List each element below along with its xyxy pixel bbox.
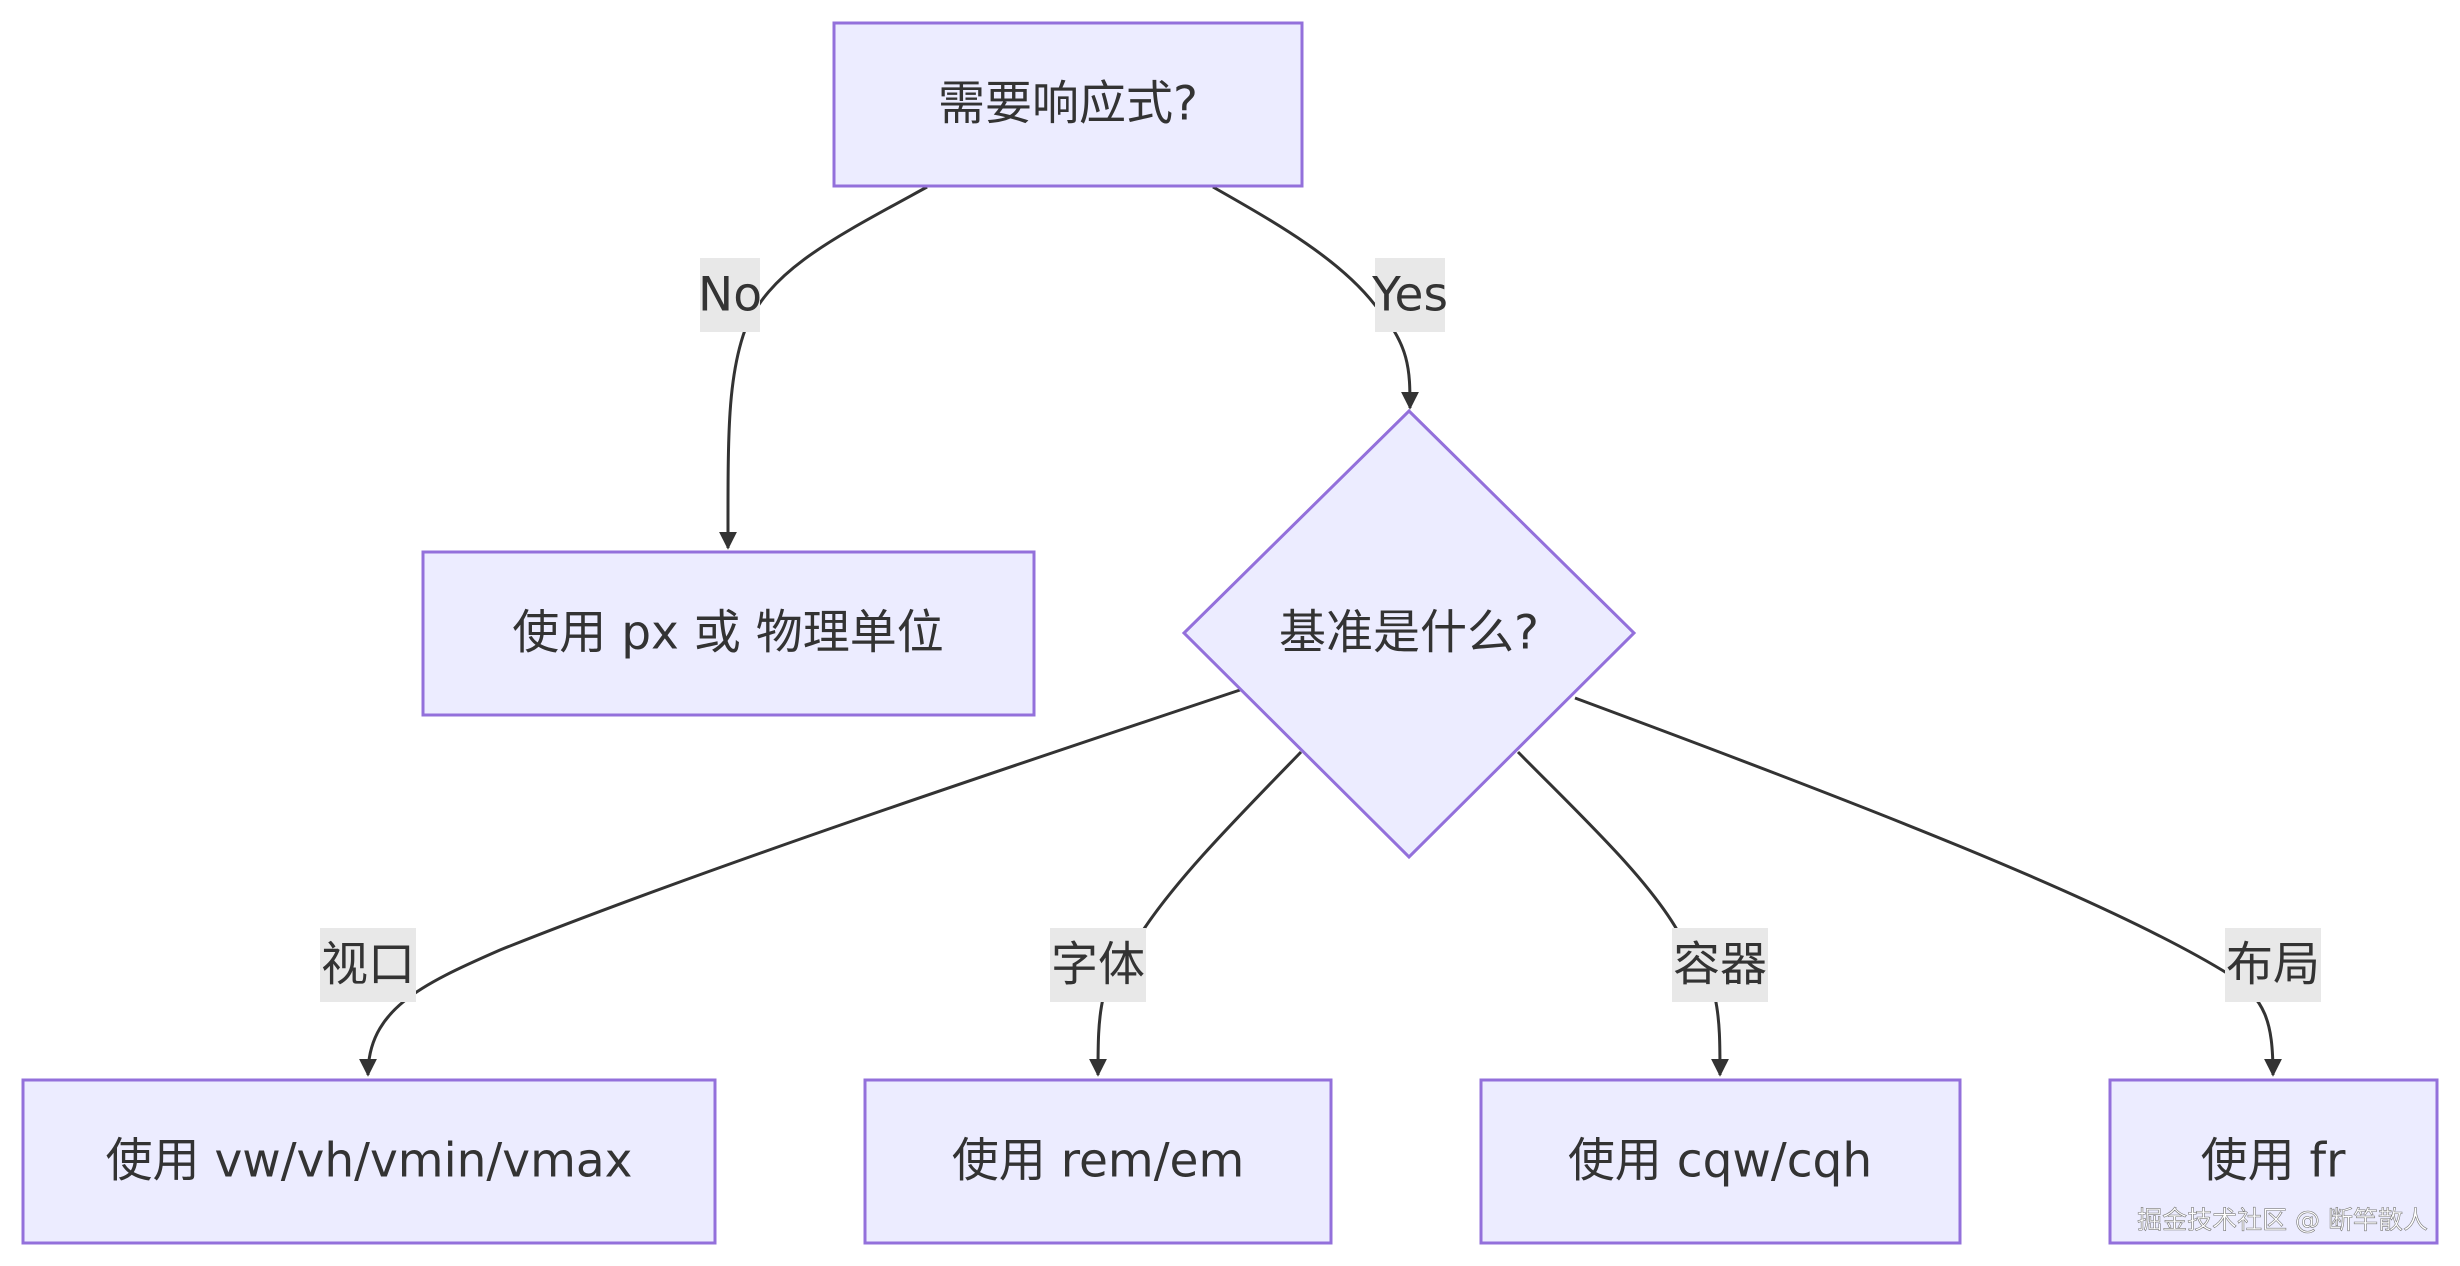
edge-layout (1574, 696, 2282, 1077)
svg-text:字体: 字体 (1051, 938, 1145, 993)
edge-label-font: 字体 (1050, 928, 1146, 1002)
watermark: 掘金技术社区 @ 断竿散人 (2137, 1206, 2428, 1235)
edge-viewport (359, 688, 1241, 1077)
edge-label-yes: Yes (1371, 258, 1448, 332)
svg-text:使用 vw/vh/vmin/vmax: 使用 vw/vh/vmin/vmax (106, 1134, 633, 1189)
svg-text:需要响应式?: 需要响应式? (938, 77, 1198, 132)
edge-label-viewport: 视口 (320, 928, 416, 1002)
node-responsive: 需要响应式? (832, 21, 1304, 188)
svg-text:布局: 布局 (2226, 938, 2320, 993)
node-baseline: 基准是什么? (1181, 408, 1637, 860)
svg-text:容器: 容器 (1673, 938, 1767, 993)
edge-label-layout: 布局 (2225, 928, 2321, 1002)
edge-yes (1212, 185, 1419, 410)
svg-text:使用 rem/em: 使用 rem/em (952, 1134, 1244, 1189)
svg-text:使用 px 或 物理单位: 使用 px 或 物理单位 (512, 606, 943, 661)
edge-labels: No Yes 视口 字体 容器 布局 (320, 258, 2321, 1002)
edge-label-container: 容器 (1672, 928, 1768, 1002)
svg-text:Yes: Yes (1371, 268, 1448, 323)
node-fr: 使用 fr (2108, 1078, 2439, 1245)
svg-text:使用 cqw/cqh: 使用 cqw/cqh (1568, 1134, 1872, 1189)
svg-text:No: No (698, 268, 762, 323)
node-vw: 使用 vw/vh/vmin/vmax (21, 1078, 717, 1245)
edge-label-no: No (698, 258, 762, 332)
svg-text:视口: 视口 (321, 938, 415, 993)
edge-font (1089, 750, 1303, 1077)
edge-container (1516, 750, 1729, 1077)
node-cqw: 使用 cqw/cqh (1479, 1078, 1962, 1245)
edge-no (718, 185, 928, 550)
svg-text:使用 fr: 使用 fr (2201, 1134, 2346, 1189)
node-px: 使用 px 或 物理单位 (421, 550, 1036, 717)
svg-text:基准是什么?: 基准是什么? (1279, 606, 1539, 661)
node-rem: 使用 rem/em (863, 1078, 1333, 1245)
